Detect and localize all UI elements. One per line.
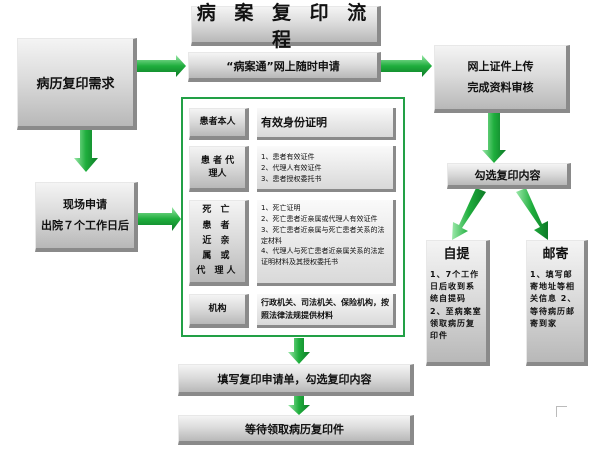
arrow-select-to-mail bbox=[516, 188, 548, 240]
mail-title: 邮寄 bbox=[542, 247, 569, 262]
arrow-online-to-upload bbox=[380, 55, 432, 77]
self-pickup-text: 1、7个工作日后收到系统自提码 2、至病案室领取病历复印件 bbox=[430, 269, 482, 341]
arrow-start-to-online bbox=[136, 55, 186, 77]
self-pickup-title: 自提 bbox=[443, 247, 470, 262]
online-apply-node: “病案通”网上随时申请 bbox=[188, 52, 381, 82]
arrow-upload-to-select bbox=[482, 112, 506, 163]
arrow-panel-to-form bbox=[288, 338, 310, 364]
applicant-org-label: 机构 bbox=[189, 294, 249, 328]
page-title: 病 案 复 印 流 程 bbox=[191, 2, 381, 51]
select-content-node: 勾选复印内容 bbox=[447, 163, 571, 189]
start-node: 病历复印需求 bbox=[17, 38, 137, 130]
applicant-agent-item-2: 2、代理人有效证件 bbox=[261, 163, 322, 172]
mail-node: 邮寄 1、填写邮寄地址等相关信息 2、等待病历邮寄到家 bbox=[526, 240, 588, 366]
onsite-node: 现场申请 出院７个工作日后 bbox=[35, 182, 138, 252]
applicant-deceased-item-4: 4、代理人与死亡患者近亲属关系的法定证明材料及其授权委托书 bbox=[261, 247, 385, 267]
arrow-form-to-wait bbox=[288, 395, 310, 415]
applicant-deceased-item-3: 3、死亡患者近亲属与死亡患者关系的法定材料 bbox=[261, 225, 385, 245]
applicant-org-items: 行政机关、司法机关、保险机构，按照法律法规提供材料 bbox=[257, 294, 396, 328]
fill-form-node: 填写复印申请单，勾选复印内容 bbox=[178, 364, 414, 396]
applicant-agent-items: 1、患者有效证件 2、代理人有效证件 3、患者授权委托书 bbox=[257, 146, 396, 192]
applicant-self-item-1: 有效身份证明 bbox=[261, 115, 327, 129]
applicant-org-item-1: 行政机关、司法机关、保险机构，按照法律法规提供材料 bbox=[261, 298, 389, 320]
applicant-self-label: 患者本人 bbox=[189, 108, 249, 140]
applicant-deceased-label: 死 亡 患 者 近 亲 属 或 代 理人 bbox=[189, 200, 249, 286]
applicant-deceased-item-1: 1、死亡证明 bbox=[261, 204, 301, 212]
onsite-line-2: 出院７个工作日后 bbox=[41, 218, 129, 232]
corner-mark bbox=[556, 406, 567, 417]
wait-node: 等待领取病历复印件 bbox=[178, 415, 414, 445]
mail-text: 1、填写邮寄地址等相关信息 2、等待病历邮寄到家 bbox=[530, 269, 577, 329]
upload-node: 网上证件上传 完成资料审核 bbox=[434, 45, 570, 113]
applicant-deceased-items: 1、死亡证明 2、死亡患者近亲属或代理人有效证件 3、死亡患者近亲属与死亡患者关… bbox=[257, 200, 396, 286]
arrow-select-to-self bbox=[452, 188, 486, 240]
upload-line-1: 网上证件上传 bbox=[467, 59, 534, 73]
upload-line-2: 完成资料审核 bbox=[467, 80, 534, 94]
applicant-agent-item-1: 1、患者有效证件 bbox=[261, 153, 315, 161]
applicant-agent-label: 患 者 代理人 bbox=[189, 146, 249, 192]
applicant-panel bbox=[181, 97, 405, 337]
onsite-line-1: 现场申请 bbox=[63, 197, 107, 211]
applicant-agent-item-3: 3、患者授权委托书 bbox=[261, 174, 322, 183]
applicant-deceased-item-2: 2、死亡患者近亲属或代理人有效证件 bbox=[261, 214, 378, 223]
arrow-onsite-to-panel bbox=[138, 207, 181, 231]
self-pickup-node: 自提 1、7个工作日后收到系统自提码 2、至病案室领取病历复印件 bbox=[426, 240, 490, 366]
applicant-self-items: 有效身份证明 bbox=[257, 108, 396, 140]
arrow-start-to-onsite bbox=[74, 130, 98, 172]
